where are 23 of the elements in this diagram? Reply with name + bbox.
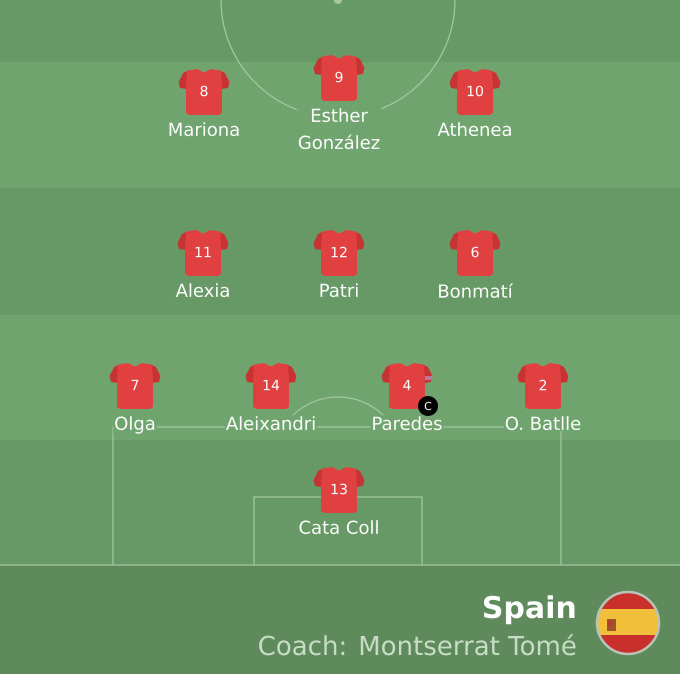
jersey: 2 xyxy=(518,363,568,409)
player-name: Aleixandri xyxy=(224,415,318,432)
player-name: Esther González xyxy=(296,107,382,150)
jersey: 13 xyxy=(314,467,364,513)
jersey: 10 xyxy=(450,69,500,115)
jersey: 9 xyxy=(314,55,364,101)
player-name: Paredes xyxy=(370,415,444,432)
jersey: 14 xyxy=(246,363,296,409)
team-name: Spain xyxy=(484,595,574,624)
player-name: Alexia xyxy=(174,282,232,298)
jersey: 8 xyxy=(178,69,230,115)
jersey: 7 xyxy=(110,363,160,409)
jersey: 11 xyxy=(178,230,228,276)
player-name: Olga xyxy=(113,415,157,435)
player-name: Mariona xyxy=(166,121,242,138)
player-name: Bonmatí xyxy=(436,282,514,299)
coach-name: Coach: Montserrat Tomé xyxy=(259,634,576,656)
jersey: 6 xyxy=(450,230,500,276)
player-name: O. Batlle xyxy=(504,415,582,432)
player-name: Cata Coll xyxy=(298,519,380,536)
jersey: 12 xyxy=(314,230,364,276)
player-name: Patri xyxy=(318,282,360,298)
player-name: Athenea xyxy=(436,121,514,138)
